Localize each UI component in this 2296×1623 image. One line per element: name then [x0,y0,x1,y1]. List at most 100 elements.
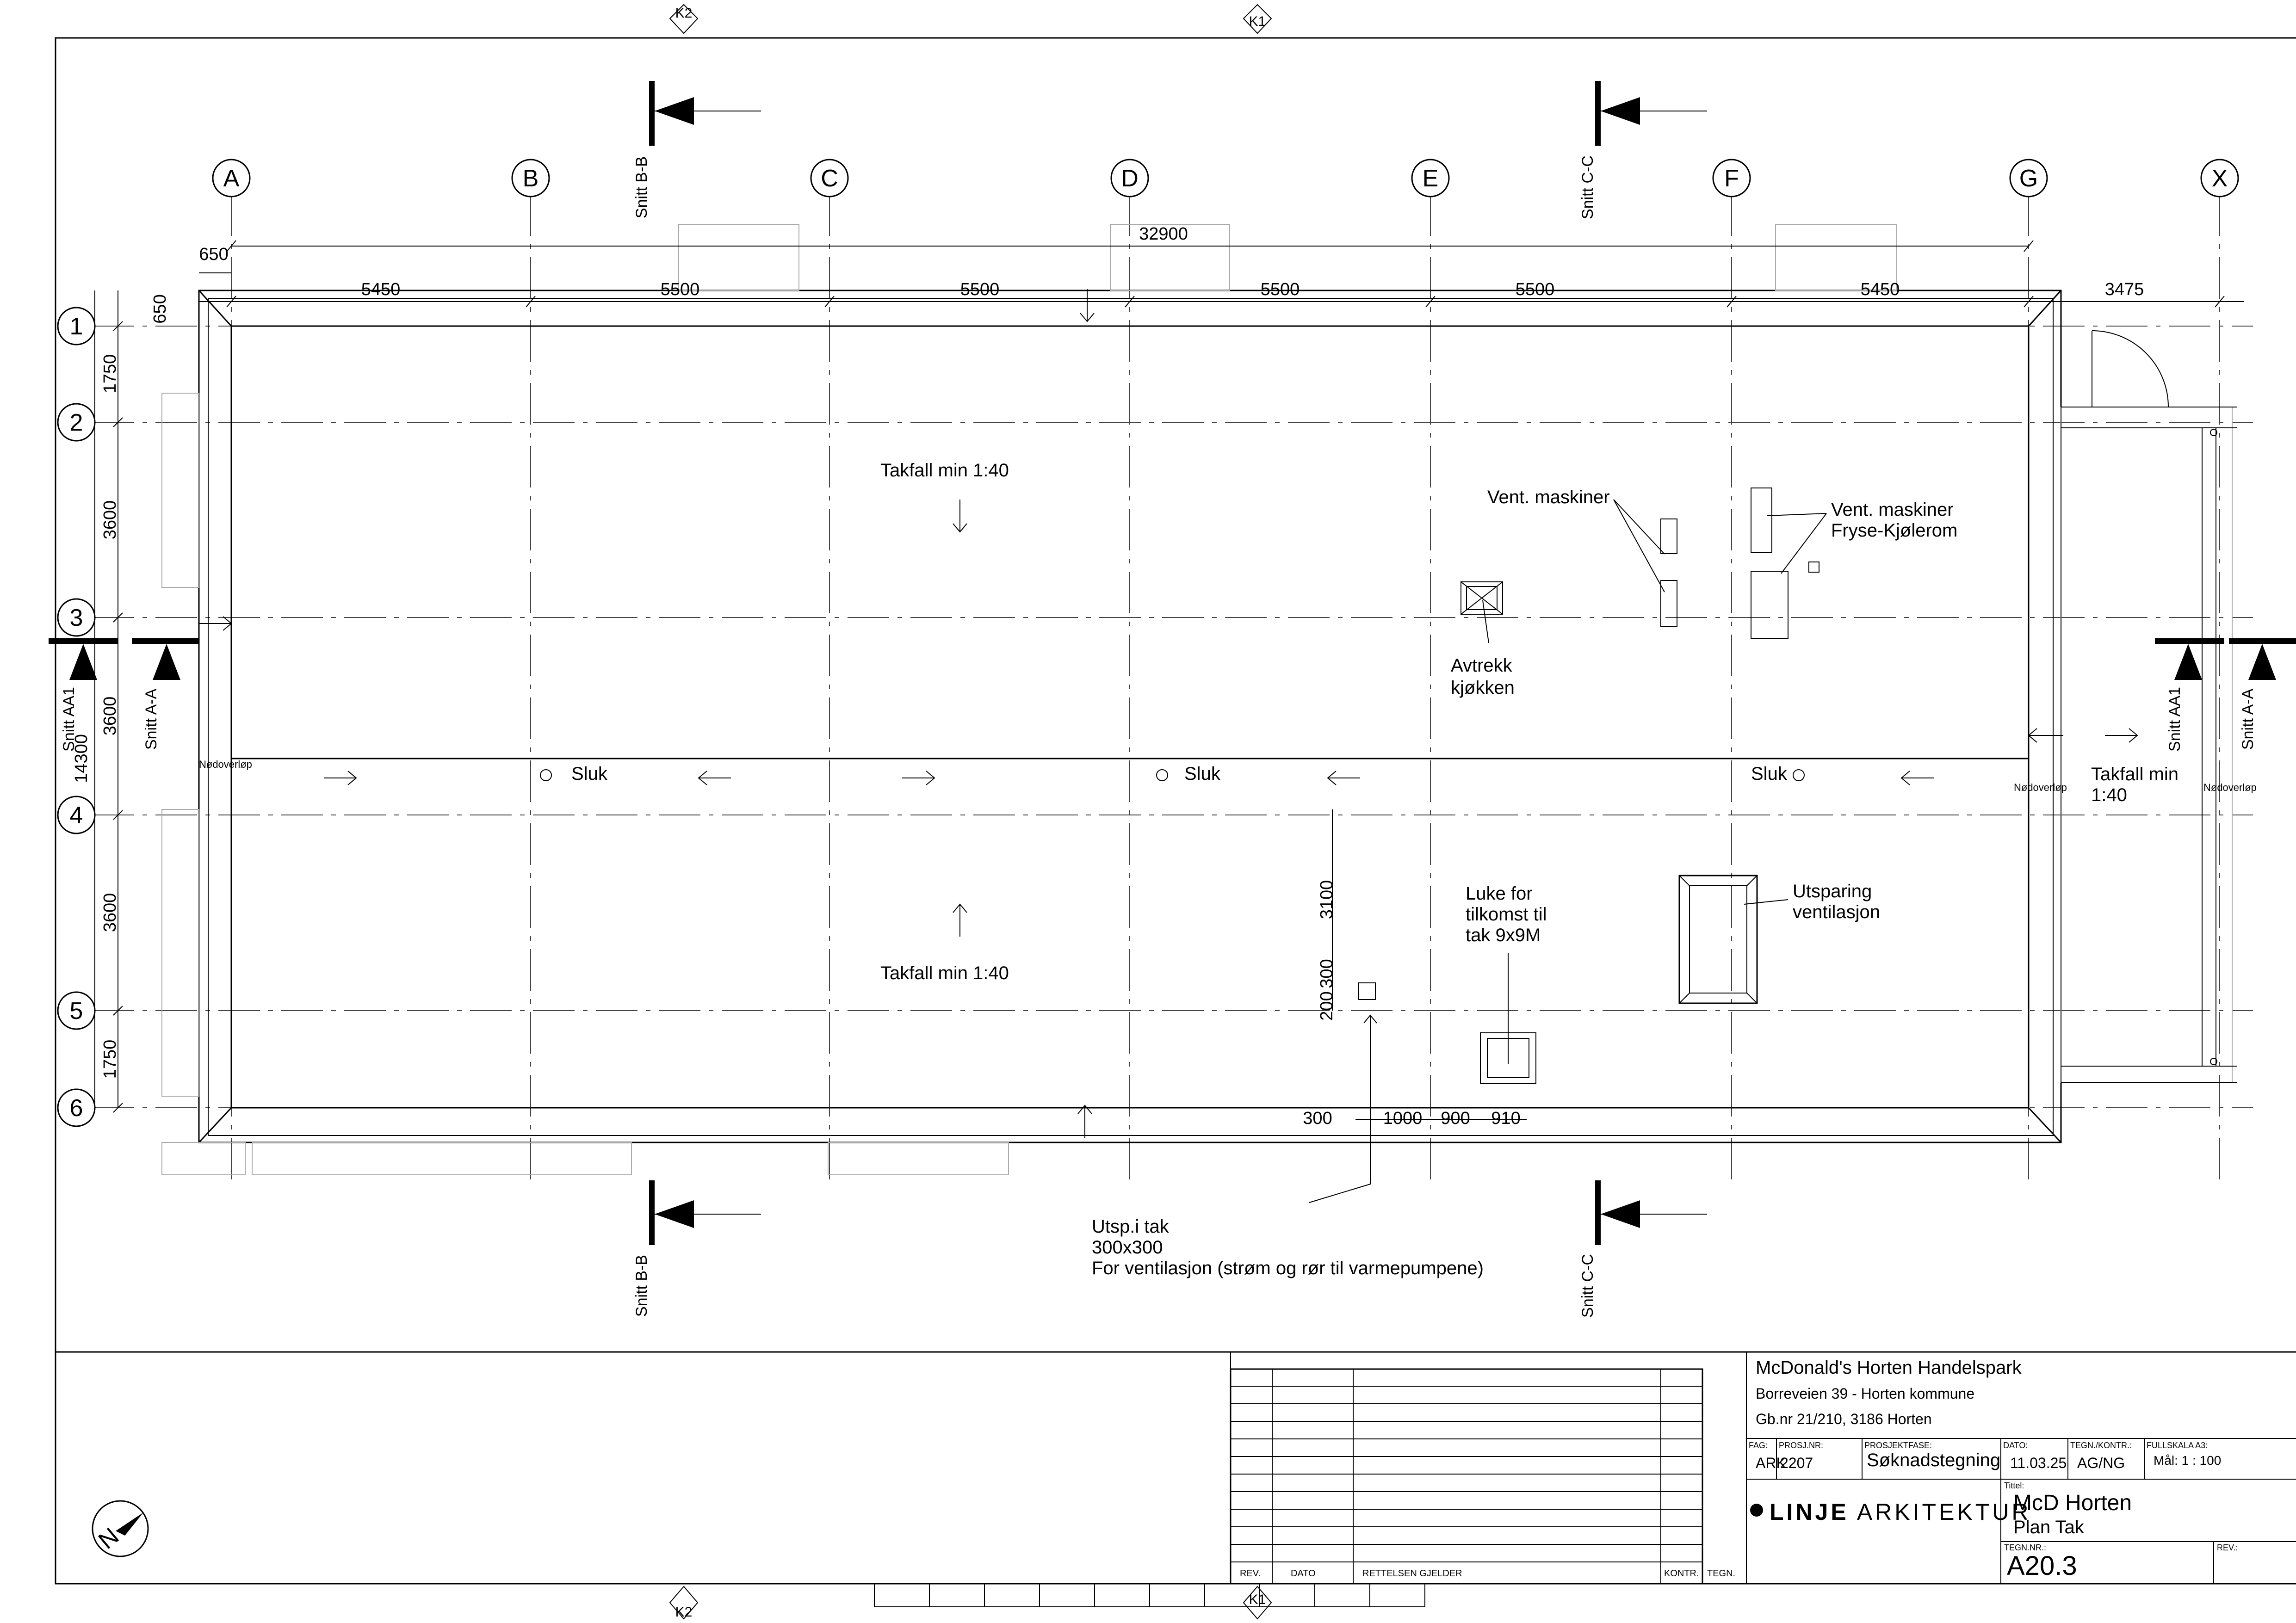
dim-local-v-2: 300 [1317,959,1337,988]
section-label-aa-right: Snitt A-A [2239,689,2257,750]
project-gnr: Gb.nr 21/210, 3186 Horten [1756,1411,1932,1427]
overflow-label-left: Nødoverløp [199,759,252,770]
dim-local-h-3: 900 [1441,1109,1470,1128]
slope-label-right-1: Takfall min [2091,764,2178,784]
roof-opening-label-2: 300x300 [1092,1237,1163,1258]
grid-col-b: B [523,165,539,192]
dim-edge-top: 650 [150,294,170,323]
rev-header-dato: DATO [1291,1568,1316,1579]
section-label-aa-left: Snitt A-A [142,689,160,750]
light-outlines [161,224,2233,1175]
section-marker-right [2155,638,2296,680]
section-marker-cc-top [1595,81,1707,146]
section-label-aa1-left: Snitt AA1 [60,687,78,752]
overflow-label-right-1: Nødoverløp [2014,782,2067,793]
dim-row-3: 3600 [100,697,120,736]
dim-edge-left: 650 [199,245,228,264]
column-bubbles [212,159,2239,197]
section-marker-bb-top [649,81,761,146]
cutout-label-1: Utsparing [1793,881,1872,901]
grid-col-a: A [223,165,240,192]
drain-label-1: Sluk [571,764,608,784]
drain-label-2: Sluk [1184,764,1221,784]
fase-value: Søknadstegning [1867,1450,2001,1470]
grid-row-3: 3 [70,605,83,631]
cutout-label-2: ventilasjon [1793,902,1880,922]
rev-label: REV.: [2217,1543,2238,1552]
rev-header-rev: REV. [1240,1568,1261,1579]
bottom-strip [874,1583,1425,1607]
grid-row-1: 1 [70,313,83,340]
section-marker-bb-bottom [649,1180,761,1245]
dim-row-2: 3600 [100,500,120,540]
grid-row-6: 6 [70,1095,83,1122]
drain-icons [540,769,1805,781]
drawing-title-2: Plan Tak [2013,1517,2084,1537]
prosj-value: 2207 [1780,1455,1813,1471]
section-label-cc-bottom: Snitt C-C [1579,1254,1597,1318]
slope-arrows [199,289,2138,1138]
fase-label: PROSJEKTFASE: [1864,1441,1932,1450]
row-bubbles [57,307,96,1127]
dim-span-2: 5500 [661,280,700,299]
leader-lines [1309,499,1827,1203]
logo-bold-text: LINJE [1770,1499,1849,1525]
vent-label-1: Vent. maskiner [1487,487,1610,507]
dim-local-h-1: 300 [1303,1109,1332,1128]
revision-table [1230,1352,1703,1585]
hatch-label-1: Luke for [1466,883,1533,904]
dim-total-left: 14300 [72,734,91,783]
dimension-ticks [113,240,2225,1113]
roof-opening-label-1: Utsp.i tak [1092,1216,1170,1237]
prosj-label: PROSJ.NR: [1779,1441,1824,1450]
grid-col-g: G [2019,165,2038,192]
dimension-lines [94,246,2244,1120]
logo-light-text: ARKITEKTUR [1849,1499,2031,1525]
vent-label-2a: Vent. maskiner [1831,500,1954,520]
grid-col-d: D [1121,165,1139,192]
dim-total-top: 32900 [1139,224,1188,244]
skala-label: FULLSKALA A3: [2147,1441,2208,1450]
k1-top: K1 [1249,14,1266,29]
dim-row-4: 3600 [100,893,120,932]
section-label-bb-top: Snitt B-B [633,156,650,218]
rev-header-rettelsen: RETTELSEN GJELDER [1362,1568,1462,1579]
grid-row-5: 5 [70,998,83,1024]
company-logo: LINJE ARKITEKTUR [1770,1499,2031,1525]
grid-col-c: C [821,165,838,192]
project-name: McDonald's Horten Handelspark [1756,1358,2022,1378]
drawing-title-1: McD Horten [2013,1491,2132,1515]
hatch-label-2: tilkomst til [1466,904,1547,925]
section-label-cc-top: Snitt C-C [1579,155,1597,219]
grid-lines [93,194,2253,1184]
dim-span-5: 5500 [1516,280,1555,299]
k2-top: K2 [675,6,693,21]
slope-label-top: Takfall min 1:40 [880,460,1009,481]
section-marker-cc-bottom [1595,1180,1707,1245]
drain-label-3: Sluk [1751,764,1788,784]
svg-text:N: N [93,1523,124,1555]
dim-span-4: 5500 [1261,280,1300,299]
fag-value: ARK [1756,1455,1786,1471]
section-marker-left [49,638,199,680]
fag-label: FAG: [1749,1441,1768,1450]
dim-span-6: 5450 [1861,280,1900,299]
tittel-label: Tittel: [2004,1481,2024,1490]
slope-label-bottom: Takfall min 1:40 [880,963,1009,983]
skala-value: Mål: 1 : 100 [2154,1453,2222,1468]
section-label-aa1-right: Snitt AA1 [2166,687,2184,752]
north-arrow-icon: N [92,1500,149,1557]
overflow-label-right-2: Nødoverløp [2203,782,2257,793]
drawing-number: A20.3 [2007,1551,2077,1581]
rooftop-equipment [1358,488,1819,1084]
dim-right-ext: 3475 [2105,280,2144,299]
exhaust-label-1: Avtrekk [1451,655,1513,676]
dato-value: 11.03.25 [2010,1455,2067,1471]
title-block-grid [1746,1352,2296,1584]
rev-header-tegn: TEGN. [1707,1568,1735,1579]
vent-label-2b: Fryse-Kjølerom [1831,520,1957,541]
slope-label-right-2: 1:40 [2091,785,2127,805]
section-label-bb-bottom: Snitt B-B [633,1255,650,1317]
dim-local-v-1: 3100 [1317,880,1337,919]
